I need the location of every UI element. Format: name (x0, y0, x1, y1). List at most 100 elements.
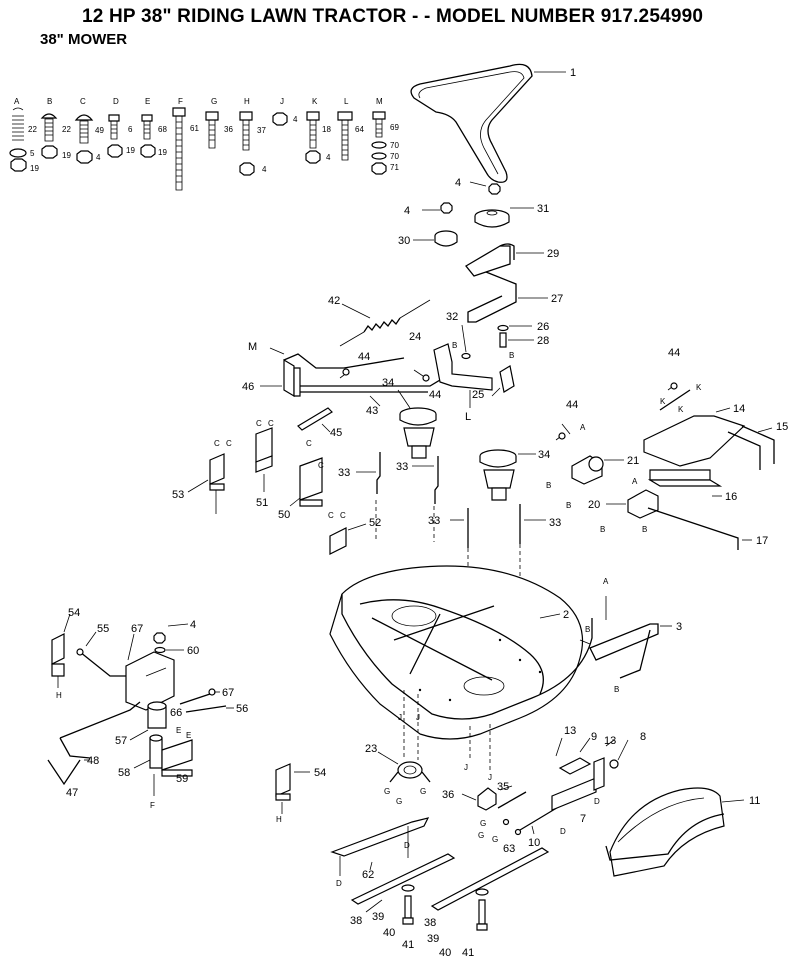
svg-text:4: 4 (455, 177, 461, 189)
svg-text:31: 31 (537, 203, 549, 215)
svg-text:E: E (186, 731, 191, 740)
svg-text:4: 4 (404, 205, 410, 217)
svg-text:G: G (384, 787, 390, 796)
bearing-housing-part-35-36 (461, 785, 527, 826)
svg-text:39: 39 (372, 911, 384, 923)
svg-text:J: J (464, 763, 468, 772)
svg-text:58: 58 (118, 767, 130, 779)
hw-letter-h: H (244, 97, 250, 106)
hw-a-spring-icon (9, 107, 27, 172)
svg-text:19: 19 (158, 148, 167, 157)
svg-text:38: 38 (350, 915, 362, 927)
svg-text:69: 69 (390, 123, 399, 132)
svg-text:71: 71 (390, 163, 399, 172)
link-rods-part-33 (356, 452, 546, 584)
svg-text:27: 27 (551, 293, 563, 305)
svg-text:17: 17 (756, 535, 768, 547)
svg-text:43: 43 (366, 405, 378, 417)
front-bracket-assembly-part-14 (643, 382, 775, 550)
svg-text:20: 20 (588, 499, 600, 511)
svg-text:18: 18 (322, 125, 331, 134)
svg-text:68: 68 (158, 125, 167, 134)
svg-text:D: D (336, 879, 342, 888)
svg-text:53: 53 (172, 489, 184, 501)
svg-text:J: J (488, 773, 492, 782)
svg-text:55: 55 (97, 623, 109, 635)
svg-text:54: 54 (314, 767, 326, 779)
spring-part-42 (339, 299, 431, 347)
svg-text:C: C (306, 439, 312, 448)
svg-text:44: 44 (358, 351, 370, 363)
bracket-part-50 (289, 457, 323, 507)
svg-text:34: 34 (382, 377, 394, 389)
svg-text:L: L (465, 411, 471, 423)
svg-text:63: 63 (503, 843, 515, 855)
svg-text:33: 33 (338, 467, 350, 479)
hw-g-bolt-icon (205, 111, 219, 149)
svg-text:B: B (546, 481, 551, 490)
svg-text:4: 4 (326, 153, 331, 162)
deck-center-connections (403, 690, 491, 772)
lift-arm-part-46-43 (260, 347, 441, 407)
svg-text:C: C (226, 439, 232, 448)
svg-text:M: M (248, 341, 257, 353)
svg-text:42: 42 (328, 295, 340, 307)
rod-part-55 (76, 631, 126, 677)
hw-letter-g: G (211, 97, 217, 106)
svg-text:G: G (480, 819, 486, 828)
hw-letter-k: K (312, 97, 318, 106)
discharge-chute-part-11 (605, 787, 745, 877)
svg-text:44: 44 (668, 347, 680, 359)
svg-text:2: 2 (563, 609, 569, 621)
svg-text:56: 56 (236, 703, 248, 715)
svg-text:4: 4 (293, 115, 298, 124)
bearing-housing-part-23 (377, 751, 431, 783)
svg-text:34: 34 (538, 449, 550, 461)
svg-text:4: 4 (262, 165, 267, 174)
svg-text:24: 24 (409, 331, 421, 343)
belt-part-1 (410, 63, 566, 183)
hw-letter-f: F (178, 97, 183, 106)
diagram-subtitle: 38" MOWER (40, 31, 128, 48)
svg-text:49: 49 (95, 126, 104, 135)
svg-text:67: 67 (222, 687, 234, 699)
svg-text:23: 23 (365, 743, 377, 755)
svg-text:60: 60 (187, 645, 199, 657)
svg-text:B: B (642, 525, 647, 534)
hw-letter-m: M (376, 97, 383, 106)
svg-text:10: 10 (528, 837, 540, 849)
rod-part-48-47 (47, 701, 141, 786)
svg-text:61: 61 (190, 124, 199, 133)
bracket-part-53 (187, 453, 225, 514)
svg-text:C: C (328, 511, 334, 520)
svg-text:D: D (594, 797, 600, 806)
svg-text:45: 45 (330, 427, 342, 439)
svg-text:38: 38 (424, 917, 436, 929)
svg-text:B: B (614, 685, 619, 694)
svg-text:C: C (340, 511, 346, 520)
svg-text:8: 8 (640, 731, 646, 743)
svg-text:13: 13 (604, 735, 616, 747)
hw-l-bolt-icon (337, 111, 353, 161)
svg-text:44: 44 (566, 399, 578, 411)
svg-text:B: B (566, 501, 571, 510)
svg-text:G: G (478, 831, 484, 840)
pin-part-45 (297, 407, 333, 433)
svg-text:6: 6 (128, 125, 133, 134)
svg-text:37: 37 (257, 126, 266, 135)
svg-text:22: 22 (28, 125, 37, 134)
svg-text:47: 47 (66, 787, 78, 799)
svg-text:K: K (696, 383, 702, 392)
svg-text:C: C (214, 439, 220, 448)
diagram-title: 12 HP 38" RIDING LAWN TRACTOR - - MODEL … (82, 6, 704, 27)
svg-text:A: A (603, 577, 609, 586)
svg-text:G: G (396, 797, 402, 806)
hw-letter-e: E (145, 97, 150, 106)
svg-text:70: 70 (390, 152, 399, 161)
hw-e-bolt-icon (140, 114, 156, 158)
svg-text:C: C (268, 419, 274, 428)
hw-c-carriage-bolt-icon (74, 114, 94, 164)
svg-text:41: 41 (462, 947, 474, 959)
svg-text:14: 14 (733, 403, 745, 415)
